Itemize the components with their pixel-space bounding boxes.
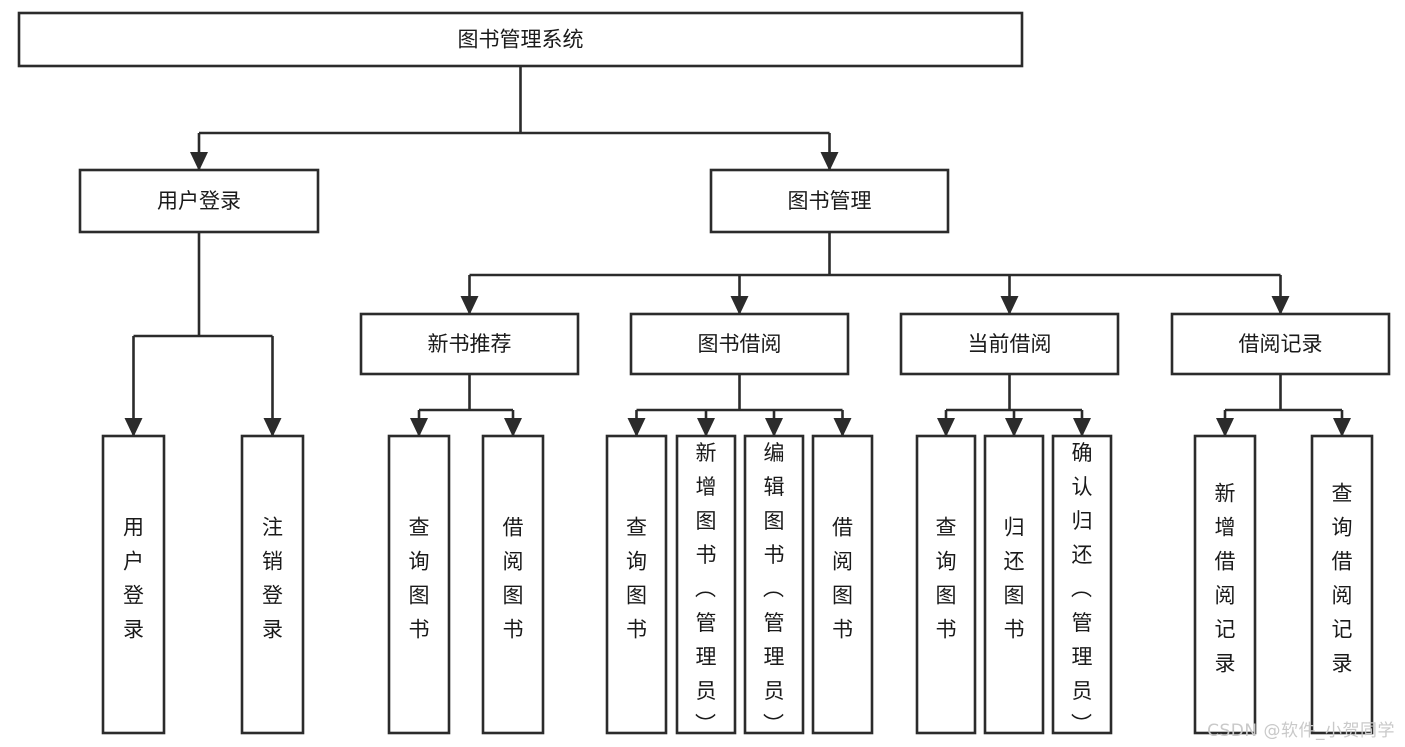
- node-box: [1051, 434, 1113, 735]
- node-box: [915, 434, 977, 735]
- node-current-borrow[interactable]: 当前借阅: [899, 312, 1120, 376]
- arrow-head-icon: [504, 418, 522, 437]
- csdn-watermark: CSDN @软件_小贺同学: [1207, 721, 1395, 741]
- node-l-borrow-book-1[interactable]: 借阅图书: [481, 434, 545, 735]
- node-box: [629, 312, 850, 376]
- arrow-head-icon: [190, 152, 208, 171]
- node-root[interactable]: 图书管理系统: [17, 11, 1024, 68]
- arrow-head-icon: [124, 418, 143, 437]
- arrow-head-icon: [833, 418, 852, 437]
- arrow-head-icon: [1271, 296, 1290, 315]
- arrow-head-icon: [1005, 418, 1023, 437]
- node-label: 借阅图书: [503, 516, 524, 642]
- arrow-head-icon: [410, 418, 428, 437]
- node-label: 查询图书: [409, 516, 430, 642]
- arrow-head-icon: [937, 418, 955, 437]
- node-label: 新增借阅记录: [1215, 482, 1236, 676]
- arrow-head-icon: [697, 418, 715, 437]
- arrow-head-icon: [1216, 418, 1234, 437]
- node-box: [240, 434, 305, 735]
- node-box: [78, 168, 320, 234]
- node-l-return-book[interactable]: 归还图书: [983, 434, 1045, 735]
- node-borrow-record[interactable]: 借阅记录: [1170, 312, 1391, 376]
- node-l-add-book[interactable]: 新增图书（管理员）: [675, 434, 737, 737]
- node-box: [1193, 434, 1257, 735]
- arrow-head-icon: [820, 152, 839, 171]
- node-box: [675, 434, 737, 735]
- node-box: [983, 434, 1045, 735]
- node-label: 当前借阅: [968, 332, 1052, 356]
- node-box: [605, 434, 668, 735]
- node-l-add-record[interactable]: 新增借阅记录: [1193, 434, 1257, 735]
- node-box: [743, 434, 805, 735]
- node-box: [1170, 312, 1391, 376]
- node-box: [101, 434, 166, 735]
- node-label: 确认归还（管理员）: [1071, 441, 1093, 737]
- node-label: 图书管理: [788, 189, 872, 213]
- node-box: [1310, 434, 1374, 735]
- node-label: 借阅图书: [832, 516, 853, 642]
- node-label: 注销登录: [262, 516, 283, 642]
- node-new-book-rec[interactable]: 新书推荐: [359, 312, 580, 376]
- node-label: 查询图书: [936, 516, 957, 642]
- node-box: [359, 312, 580, 376]
- arrow-head-icon: [263, 418, 282, 437]
- node-box: [481, 434, 545, 735]
- node-l-borrow-book-2[interactable]: 借阅图书: [811, 434, 874, 735]
- node-box: [387, 434, 451, 735]
- arrow-head-icon: [627, 418, 646, 437]
- node-l-confirm-return[interactable]: 确认归还（管理员）: [1051, 434, 1113, 737]
- node-label: 用户登录: [123, 516, 144, 642]
- node-label: 新书推荐: [428, 332, 512, 356]
- node-layer: 图书管理系统用户登录图书管理新书推荐图书借阅当前借阅借阅记录用户登录注销登录查询…: [17, 11, 1391, 737]
- node-box: [811, 434, 874, 735]
- node-book-manage[interactable]: 图书管理: [709, 168, 950, 234]
- node-label: 归还图书: [1004, 516, 1025, 642]
- node-box: [709, 168, 950, 234]
- node-label: 图书管理系统: [458, 28, 584, 52]
- node-label: 用户登录: [157, 189, 241, 213]
- arrow-head-icon: [1073, 418, 1091, 437]
- node-label: 编辑图书（管理员）: [763, 441, 785, 737]
- node-user-login[interactable]: 用户登录: [78, 168, 320, 234]
- node-l-query-book-3[interactable]: 查询图书: [915, 434, 977, 735]
- arrow-head-icon: [460, 296, 479, 315]
- arrow-head-icon: [1333, 418, 1351, 437]
- node-l-query-record[interactable]: 查询借阅记录: [1310, 434, 1374, 735]
- arrow-head-icon: [730, 296, 749, 315]
- arrow-head-icon: [765, 418, 783, 437]
- node-box: [17, 11, 1024, 68]
- node-label: 借阅记录: [1239, 332, 1323, 356]
- node-label: 查询图书: [626, 516, 647, 642]
- connector-layer: [124, 66, 1351, 437]
- node-l-query-book-2[interactable]: 查询图书: [605, 434, 668, 735]
- arrow-head-icon: [1000, 296, 1019, 315]
- node-box: [899, 312, 1120, 376]
- node-leaf-user-logout[interactable]: 注销登录: [240, 434, 305, 735]
- node-l-edit-book[interactable]: 编辑图书（管理员）: [743, 434, 805, 737]
- node-l-query-book-1[interactable]: 查询图书: [387, 434, 451, 735]
- node-book-borrow[interactable]: 图书借阅: [629, 312, 850, 376]
- node-label: 新增图书（管理员）: [695, 441, 717, 737]
- node-label: 图书借阅: [698, 332, 782, 356]
- node-label: 查询借阅记录: [1332, 482, 1353, 676]
- node-leaf-user-login[interactable]: 用户登录: [101, 434, 166, 735]
